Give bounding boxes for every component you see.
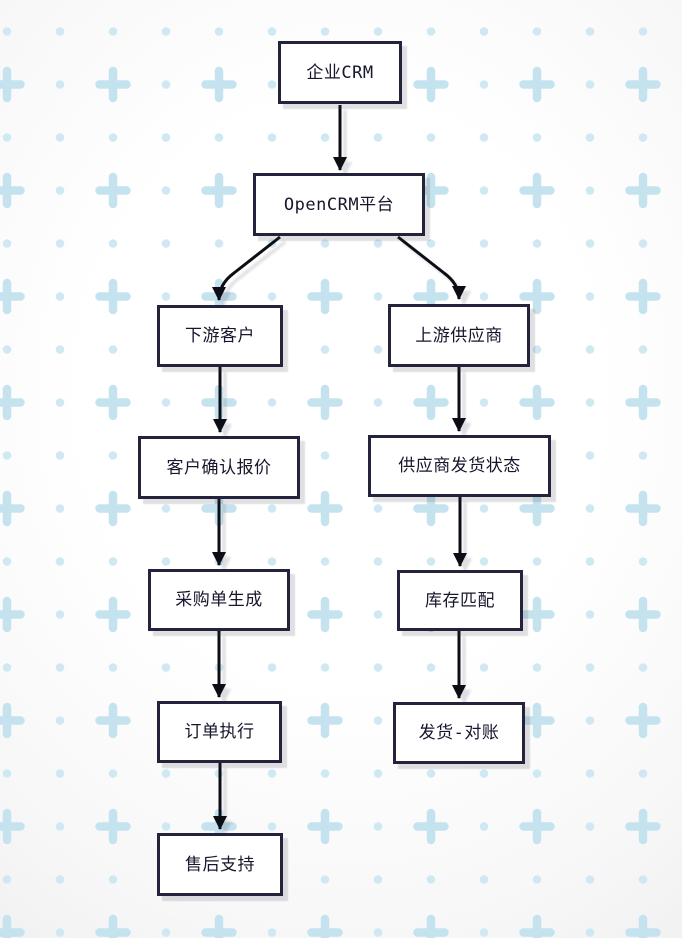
edge-opencrm-to-upstream-supplier[interactable] (397, 235, 466, 300)
node-shipment-reconciliation[interactable]: 发货-对账 (393, 702, 525, 764)
node-opencrm-platform[interactable]: OpenCRM平台 (253, 173, 425, 236)
node-label: OpenCRM平台 (283, 194, 395, 215)
node-label: 售后支持 (185, 854, 255, 875)
node-label: 库存匹配 (425, 590, 495, 611)
node-purchase-order-generation[interactable]: 采购单生成 (148, 569, 290, 631)
node-after-sales-support[interactable]: 售后支持 (157, 833, 283, 896)
edge-opencrm-to-downstream-customer[interactable] (212, 235, 281, 301)
node-enterprise-crm[interactable]: 企业CRM (278, 41, 402, 104)
node-label: 客户确认报价 (166, 457, 272, 478)
node-upstream-supplier[interactable]: 上游供应商 (388, 304, 530, 367)
node-label: 供应商发货状态 (398, 456, 521, 476)
edges-layer (212, 105, 467, 830)
node-order-execution[interactable]: 订单执行 (157, 701, 282, 763)
node-label: 企业CRM (306, 62, 374, 83)
node-label: 发货-对账 (418, 723, 500, 743)
node-label: 上游供应商 (415, 325, 503, 346)
node-downstream-customer[interactable]: 下游客户 (157, 305, 283, 367)
node-customer-quote-confirmation[interactable]: 客户确认报价 (138, 436, 300, 499)
node-label: 下游客户 (185, 326, 255, 346)
node-label: 订单执行 (184, 722, 255, 742)
node-inventory-matching[interactable]: 库存匹配 (397, 570, 523, 631)
node-supplier-shipment-status[interactable]: 供应商发货状态 (368, 435, 551, 497)
node-label: 采购单生成 (175, 590, 263, 610)
